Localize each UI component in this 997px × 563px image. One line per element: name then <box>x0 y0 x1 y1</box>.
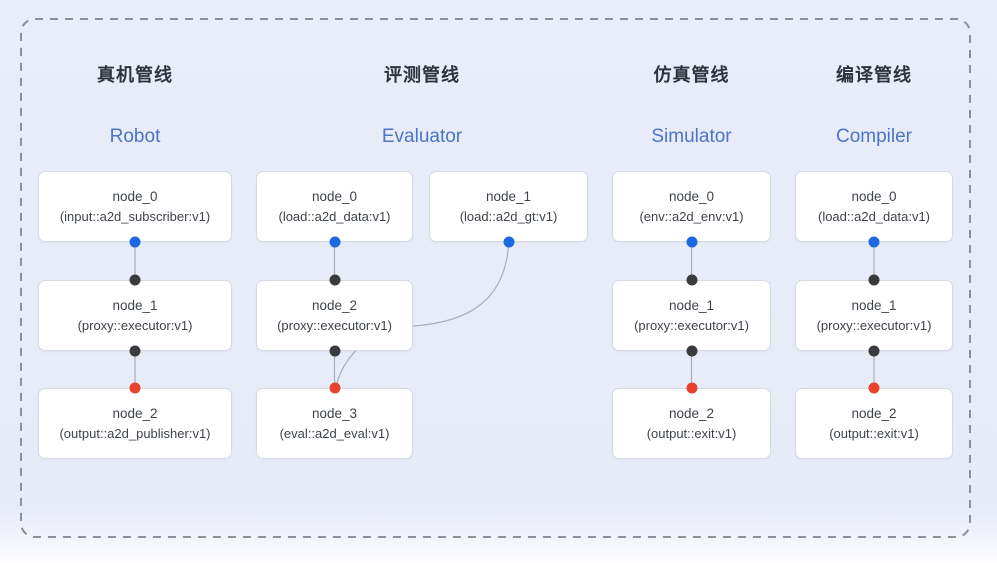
output-port-dot <box>503 236 514 248</box>
sink-port-dot <box>329 382 340 394</box>
node-evaluator-node3: node_3 (eval::a2d_eval:v1) <box>256 388 413 459</box>
node-type: (eval::a2d_eval:v1) <box>279 426 390 441</box>
output-port-dot <box>129 236 141 248</box>
node-name: node_0 <box>311 189 358 204</box>
node-evaluator-node1: node_1 (load::a2d_gt:v1) <box>429 171 588 242</box>
pipeline-title-simulator-en: Simulator <box>651 126 732 147</box>
node-type: (proxy::executor:v1) <box>816 318 932 333</box>
node-name: node_1 <box>485 189 532 204</box>
proxy-port-dot <box>329 274 340 286</box>
node-type: (proxy::executor:v1) <box>277 318 392 333</box>
node-type: (output::exit:v1) <box>646 426 737 441</box>
node-simulator-node0: node_0 (env::a2d_env:v1) <box>612 171 771 242</box>
output-port-dot <box>329 236 340 248</box>
edge-evaluator-n1-n3 <box>335 245 510 385</box>
sink-port-dot <box>129 382 141 394</box>
pipeline-title-evaluator-en: Evaluator <box>381 126 463 147</box>
node-compiler-node0: node_0 (load::a2d_data:v1) <box>795 171 953 242</box>
node-name: node_0 <box>851 189 897 204</box>
node-robot-node1: node_1 (proxy::executor:v1) <box>38 280 232 351</box>
pipeline-title-evaluator-cn: 评测管线 <box>384 65 460 85</box>
proxy-port-dot <box>329 345 340 357</box>
pipeline-title-robot-cn: 真机管线 <box>97 65 173 85</box>
node-type: (load::a2d_data:v1) <box>278 209 391 224</box>
node-name: node_1 <box>112 298 158 313</box>
node-type: (output::exit:v1) <box>829 426 919 441</box>
node-name: node_2 <box>851 406 897 421</box>
node-compiler-node1: node_1 (proxy::executor:v1) <box>795 280 953 351</box>
node-type: (load::a2d_gt:v1) <box>459 209 558 224</box>
proxy-port-dot <box>129 345 141 357</box>
node-name: node_1 <box>668 298 715 313</box>
proxy-port-dot <box>868 274 880 286</box>
sink-port-dot <box>868 382 880 394</box>
proxy-port-dot <box>868 345 880 357</box>
pipeline-title-compiler-cn: 编译管线 <box>836 65 912 85</box>
node-name: node_2 <box>668 406 715 421</box>
node-compiler-node2: node_2 (output::exit:v1) <box>795 388 953 459</box>
pipeline-title-compiler-en: Compiler <box>835 126 913 147</box>
node-robot-node0: node_0 (input::a2d_subscriber:v1) <box>38 171 232 242</box>
node-type: (output::a2d_publisher:v1) <box>59 426 211 441</box>
node-name: node_2 <box>112 406 158 421</box>
node-type: (load::a2d_data:v1) <box>817 209 931 224</box>
node-name: node_0 <box>112 189 158 204</box>
pipeline-title-simulator-cn: 仿真管线 <box>653 65 730 85</box>
node-name: node_1 <box>851 298 897 313</box>
node-type: (proxy::executor:v1) <box>634 318 749 333</box>
pipeline-title-robot-en: Robot <box>109 126 161 147</box>
node-robot-node2: node_2 (output::a2d_publisher:v1) <box>38 388 232 459</box>
output-port-dot <box>868 236 880 248</box>
node-evaluator-node0: node_0 (load::a2d_data:v1) <box>256 171 413 242</box>
dashed-frame <box>20 18 971 538</box>
proxy-port-dot <box>686 274 697 286</box>
node-name: node_0 <box>668 189 715 204</box>
sink-port-dot <box>686 382 697 394</box>
node-name: node_3 <box>311 406 358 421</box>
node-name: node_2 <box>311 298 358 313</box>
proxy-port-dot <box>129 274 141 286</box>
node-type: (env::a2d_env:v1) <box>639 209 744 224</box>
output-port-dot <box>686 236 697 248</box>
node-type: (input::a2d_subscriber:v1) <box>59 209 211 224</box>
node-simulator-node1: node_1 (proxy::executor:v1) <box>612 280 771 351</box>
node-type: (proxy::executor:v1) <box>77 318 193 333</box>
node-evaluator-node2: node_2 (proxy::executor:v1) <box>256 280 413 351</box>
proxy-port-dot <box>686 345 697 357</box>
node-simulator-node2: node_2 (output::exit:v1) <box>612 388 771 459</box>
